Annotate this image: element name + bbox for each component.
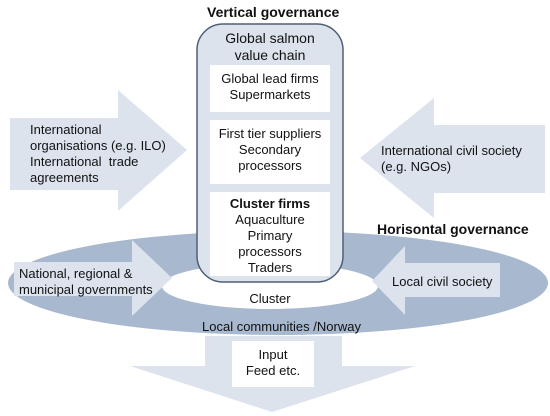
lead-firms-box: Global lead firms Supermarkets <box>210 65 330 112</box>
cluster-label: Cluster <box>249 291 291 306</box>
vertical-governance-title: Vertical governance <box>207 4 340 20</box>
input-box: Input Feed etc. <box>232 341 314 387</box>
international-organisations-label: International organisations (e.g. ILO) I… <box>30 122 166 185</box>
horizontal-governance-title: Horisontal governance <box>377 221 529 237</box>
value-chain-title: Global salmon value chain <box>225 30 315 63</box>
local-civil-society-label: Local civil society <box>392 274 493 289</box>
local-communities-label: Local communities /Norway <box>202 319 361 334</box>
international-civil-society-arrow <box>360 98 545 218</box>
local-government-arrow <box>14 240 172 316</box>
local-government-label: National, regional & municipal governmen… <box>19 266 153 297</box>
international-organisations-arrow <box>10 90 187 211</box>
suppliers-box: First tier suppliers Secondary processor… <box>210 120 330 184</box>
cluster-firms-box: Cluster firms Aquaculture Primary proces… <box>210 192 330 276</box>
local-civil-society-arrow <box>372 246 500 315</box>
international-civil-society-label: International civil society (e.g. NGOs) <box>381 143 522 174</box>
